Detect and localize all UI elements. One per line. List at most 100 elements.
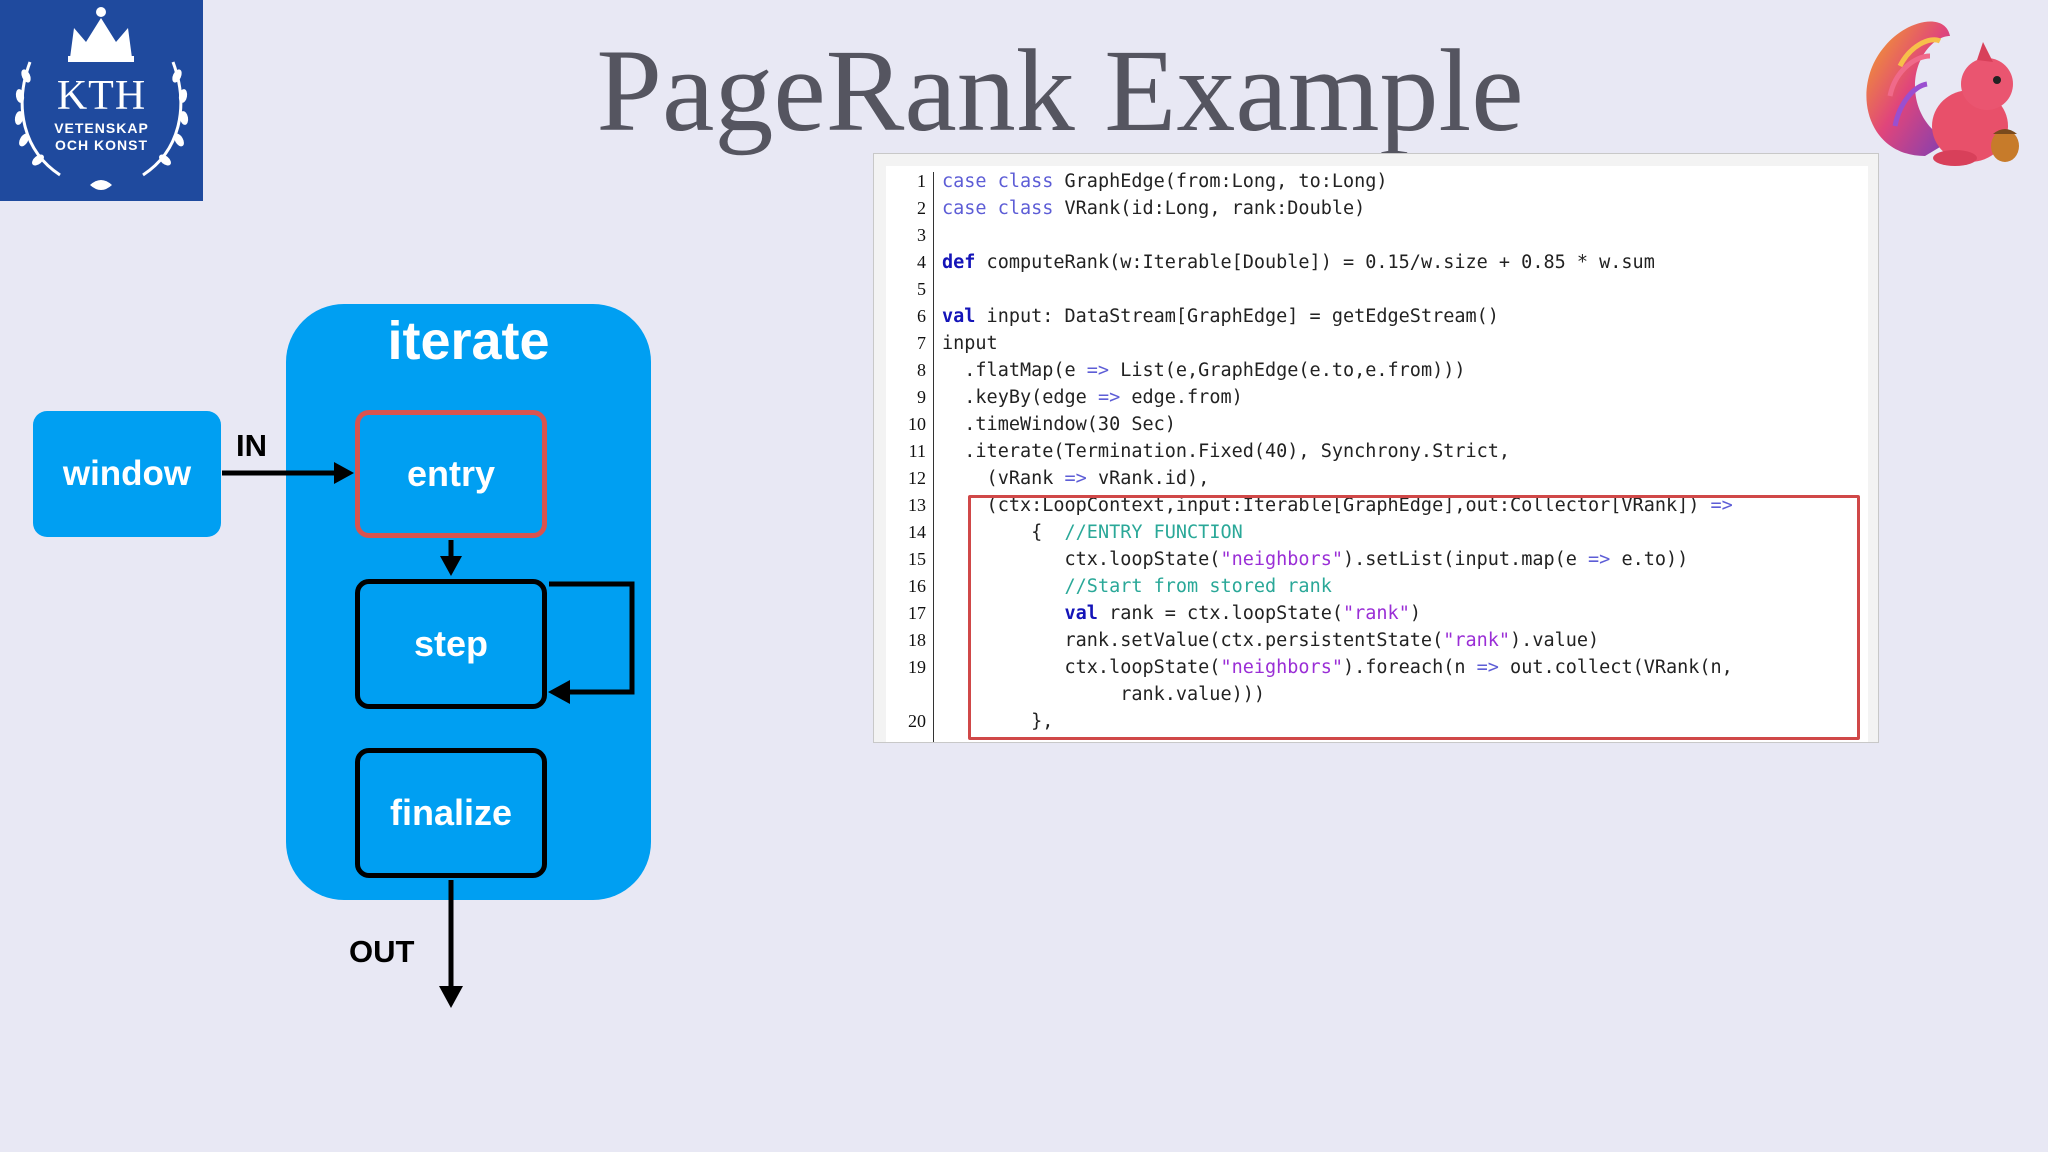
code-token: =>	[1086, 360, 1110, 381]
code-token: ctx.loopState(	[942, 657, 1221, 678]
code-line: 8 .flatMap(e => List(e,GraphEdge(e.to,e.…	[886, 357, 1868, 384]
code-token: ).value)	[1510, 630, 1600, 651]
code-token: },	[942, 711, 1054, 732]
code-token: (ctx:LoopContext,input:Iterable[GraphEdg…	[942, 495, 1711, 516]
entry-to-step-arrowhead-icon	[440, 556, 462, 576]
code-token: GraphEdge(from:Long, to:Long)	[1053, 171, 1388, 192]
line-number-gutter	[933, 172, 934, 742]
code-token: )	[1409, 603, 1421, 624]
code-line: 15 ctx.loopState("neighbors").setList(in…	[886, 546, 1868, 573]
code-token: =>	[1476, 657, 1499, 678]
code-text: .keyBy(edge => edge.from)	[942, 384, 1242, 411]
step-loop-arrowhead-icon	[548, 680, 570, 704]
code-text: def computeRank(w:Iterable[Double]) = 0.…	[942, 249, 1655, 276]
line-number: 14	[908, 522, 926, 542]
code-token: "neighbors"	[1220, 657, 1343, 678]
code-token: .flatMap(e	[942, 360, 1087, 381]
code-text: rank.value)))	[942, 681, 1265, 708]
code-line: 9 .keyBy(edge => edge.from)	[886, 384, 1868, 411]
code-token: .iterate(Termination.Fixed(40), Synchron…	[942, 441, 1511, 462]
code-token: ctx.loopState(	[942, 549, 1221, 570]
code-line: rank.value)))	[886, 681, 1868, 708]
code-token: //Start from stored rank	[1064, 576, 1332, 597]
code-token: vRank.id),	[1086, 468, 1210, 489]
code-token: case class	[942, 198, 1054, 219]
finalize-label: finalize	[389, 792, 513, 833]
code-token: //ENTRY FUNCTION	[1064, 522, 1243, 543]
line-number: 12	[908, 468, 926, 488]
code-text: (vRank => vRank.id),	[942, 465, 1210, 492]
code-token: input	[942, 333, 998, 354]
in-arrowhead-icon	[334, 462, 354, 484]
code-text: rank.setValue(ctx.persistentState("rank"…	[942, 627, 1600, 654]
code-token: rank.setValue(ctx.persistentState(	[942, 630, 1444, 651]
out-label: OUT	[349, 934, 415, 969]
code-token: List(e,GraphEdge(e.to,e.from)))	[1109, 360, 1466, 381]
code-line: 12 (vRank => vRank.id),	[886, 465, 1868, 492]
kth-logo: KTH VETENSKAP OCH KONST	[0, 0, 203, 201]
code-token: val	[942, 306, 976, 327]
code-text: case class VRank(id:Long, rank:Double)	[942, 195, 1365, 222]
code-line: 11 .iterate(Termination.Fixed(40), Synch…	[886, 438, 1868, 465]
code-line: 5	[886, 276, 1868, 303]
code-text: val input: DataStream[GraphEdge] = getEd…	[942, 303, 1499, 330]
kth-logo-motto-line2: OCH KONST	[55, 137, 148, 153]
code-token: .keyBy(edge	[942, 387, 1098, 408]
line-number: 1	[917, 171, 926, 191]
line-number: 15	[908, 549, 926, 569]
step-label: step	[413, 623, 489, 664]
code-token: .timeWindow(30 Sec)	[942, 414, 1176, 435]
code-token: computeRank(w:Iterable[Double]) = 0.15/w…	[975, 252, 1655, 273]
code-line: 14 { //ENTRY FUNCTION	[886, 519, 1868, 546]
code-token: {	[942, 522, 1065, 543]
code-token: "rank"	[1443, 630, 1511, 651]
code-line: 19 ctx.loopState("neighbors").foreach(n …	[886, 654, 1868, 681]
diagram-arrows	[222, 462, 635, 1008]
code-token: =>	[1064, 468, 1087, 489]
line-number: 6	[917, 306, 926, 326]
line-number: 19	[908, 657, 926, 677]
line-number: 20	[908, 711, 926, 731]
in-label: IN	[236, 428, 267, 463]
line-number: 5	[917, 279, 926, 299]
code-token: ).foreach(n	[1342, 657, 1477, 678]
line-number: 7	[917, 333, 926, 353]
entry-function-highlight	[968, 495, 1860, 740]
code-line: 18 rank.setValue(ctx.persistentState("ra…	[886, 627, 1868, 654]
step-node: step	[355, 579, 547, 709]
line-number: 8	[917, 360, 926, 380]
code-text: ctx.loopState("neighbors").setList(input…	[942, 546, 1689, 573]
code-line: 16 //Start from stored rank	[886, 573, 1868, 600]
code-text: .timeWindow(30 Sec)	[942, 411, 1176, 438]
line-number: 3	[917, 225, 926, 245]
line-number: 18	[908, 630, 926, 650]
code-text: val rank = ctx.loopState("rank")	[942, 600, 1421, 627]
code-token: e.to))	[1610, 549, 1689, 570]
entry-label: entry	[406, 453, 496, 494]
slide-title: PageRank Example	[596, 25, 1524, 156]
code-panel: 1 case class GraphEdge(from:Long, to:Long…	[873, 153, 1879, 743]
code-token: "rank"	[1343, 603, 1410, 624]
code-line: 13 (ctx:LoopContext,input:Iterable[Graph…	[886, 492, 1868, 519]
step-loop-arrow-line	[549, 581, 635, 695]
code-token: "neighbors"	[1220, 549, 1343, 570]
code-token: rank = ctx.loopState(	[1097, 603, 1343, 624]
line-number: 9	[917, 387, 926, 407]
window-label: window	[62, 454, 192, 493]
code-token: =>	[1097, 387, 1121, 408]
code-token: ).setList(input.map(e	[1342, 549, 1589, 570]
code-listing: 1 case class GraphEdge(from:Long, to:Long…	[886, 166, 1868, 742]
line-number: 4	[917, 252, 926, 272]
line-number: 16	[908, 576, 926, 596]
iterate-label: iterate	[387, 311, 550, 371]
kth-logo-name: KTH	[56, 73, 147, 119]
line-number: 2	[917, 198, 926, 218]
code-text: .flatMap(e => List(e,GraphEdge(e.to,e.fr…	[942, 357, 1466, 384]
code-text: .iterate(Termination.Fixed(40), Synchron…	[942, 438, 1510, 465]
code-token: val	[1064, 603, 1098, 624]
code-line: 17 val rank = ctx.loopState("rank")	[886, 600, 1868, 627]
code-token: =>	[1588, 549, 1611, 570]
code-line: 3	[886, 222, 1868, 249]
code-line: 2 case class VRank(id:Long, rank:Double)	[886, 195, 1868, 222]
code-token: =>	[1710, 495, 1733, 516]
